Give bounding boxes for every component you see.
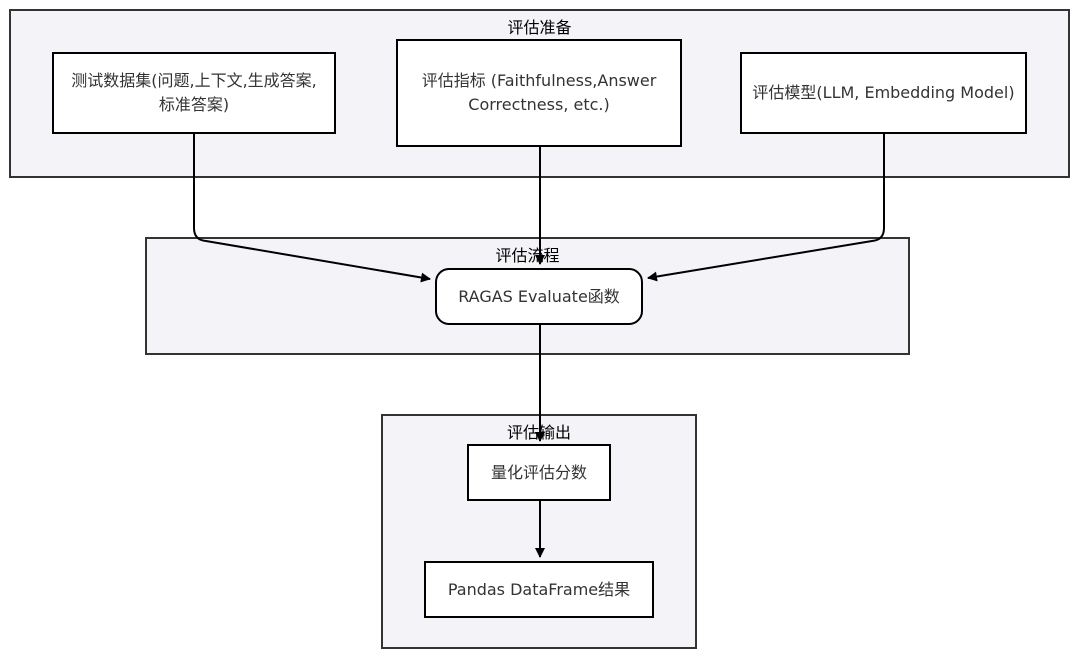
cluster-title-flow: 评估流程 bbox=[495, 246, 560, 265]
node-evaluation-models[interactable]: 评估模型(LLM, Embedding Model) bbox=[740, 52, 1027, 134]
node-evaluation-metrics-label: 评估指标 (Faithfulness,Answer Correctness, e… bbox=[421, 71, 657, 114]
node-dataframe-result[interactable]: Pandas DataFrame结果 bbox=[424, 561, 654, 618]
node-dataframe-result-label: Pandas DataFrame结果 bbox=[447, 579, 631, 599]
node-quantified-scores[interactable]: 量化评估分数 bbox=[467, 444, 611, 501]
node-evaluation-metrics[interactable]: 评估指标 (Faithfulness,Answer Correctness, e… bbox=[396, 39, 682, 147]
node-ragas-evaluate[interactable]: RAGAS Evaluate函数 bbox=[435, 268, 643, 325]
node-evaluation-models-label: 评估模型(LLM, Embedding Model) bbox=[752, 83, 1015, 102]
node-ragas-evaluate-label: RAGAS Evaluate函数 bbox=[458, 286, 620, 306]
cluster-title-preparation: 评估准备 bbox=[507, 18, 572, 37]
node-quantified-scores-label: 量化评估分数 bbox=[490, 462, 587, 482]
cluster-title-output: 评估输出 bbox=[506, 423, 571, 442]
node-test-dataset-label: 测试数据集(问题,上下文,生成答案,标准答案) bbox=[71, 71, 317, 114]
node-test-dataset[interactable]: 测试数据集(问题,上下文,生成答案,标准答案) bbox=[52, 52, 336, 134]
